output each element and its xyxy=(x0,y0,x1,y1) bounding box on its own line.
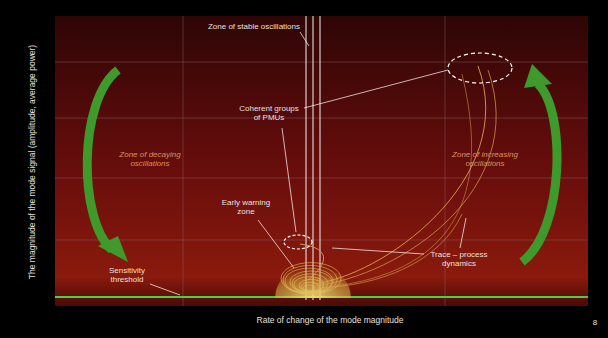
leader-lines xyxy=(150,32,466,295)
threshold-label: Sensitivity threshold xyxy=(100,266,154,284)
callout-label: Coherent groups of PMUs xyxy=(236,104,302,122)
spiral-trace xyxy=(281,263,341,295)
page-number: 8 xyxy=(588,318,602,327)
pmu-group-ellipse xyxy=(448,53,512,83)
decay-arrowhead xyxy=(98,236,128,262)
axis-title: Rate of change of the mode magnitude xyxy=(160,316,500,326)
spiral-loop xyxy=(303,285,315,291)
trace-curves xyxy=(300,66,496,288)
pmu-group-ellipse xyxy=(284,235,312,249)
increase-arrowhead xyxy=(524,64,552,88)
spiral-loop xyxy=(292,274,328,293)
zone-label: Zone of decaying oscillations xyxy=(118,150,182,168)
decay-arrow xyxy=(87,70,118,250)
callout-label: Trace – process dynamics xyxy=(426,250,492,268)
axis-title: The magnitude of the mode signal (amplit… xyxy=(28,12,38,312)
plot-ground xyxy=(55,16,588,306)
grid xyxy=(55,16,588,306)
zone-label: Zone of increasing oscillations xyxy=(452,150,518,168)
increase-arrow xyxy=(522,84,557,262)
spiral-loop xyxy=(283,265,337,293)
zone-label: Zone of stable oscillations xyxy=(186,22,300,31)
stable-zone-lines xyxy=(306,16,320,300)
spiral-loop xyxy=(285,268,333,293)
callout-label: Early warning zone xyxy=(220,198,272,216)
spiral-loop xyxy=(281,263,341,295)
